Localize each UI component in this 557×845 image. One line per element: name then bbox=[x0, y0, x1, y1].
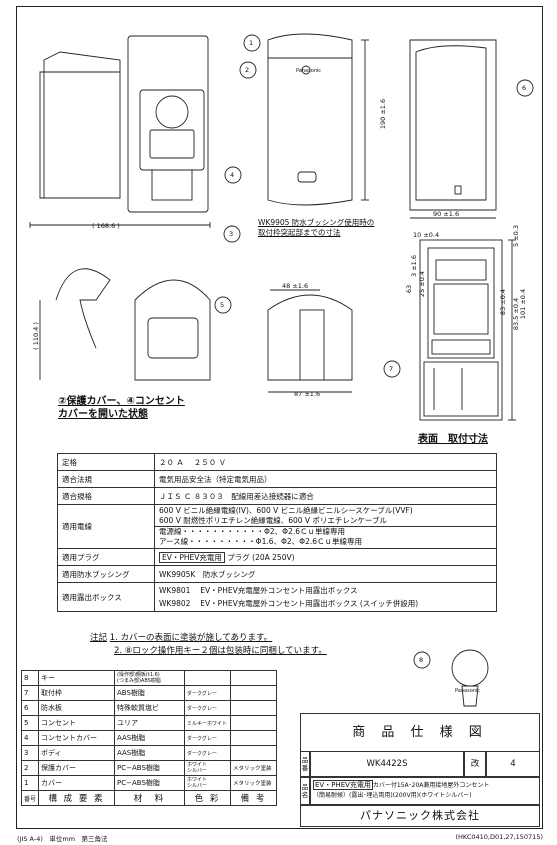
wk9905-note: WK9905 防水ブッシング使用時の 取付枠突起部までの寸法 bbox=[258, 218, 375, 237]
dim-87: 87 ±1.6 bbox=[294, 390, 321, 398]
mounting-view bbox=[419, 239, 516, 421]
spec-row: 適用露出ボックス WK9801 EV・PHEV充電屋外コンセント用露出ボックス … bbox=[57, 582, 497, 612]
dim-190: 190 ±1.6 bbox=[379, 98, 388, 130]
callout-2: 2 bbox=[245, 66, 250, 74]
spec-row: 適用電線 600 V ビニル絶縁電線(IV)、600 V ビニル絶縁ビニルシース… bbox=[57, 504, 497, 549]
dim-83: 83 ±0.4 bbox=[499, 288, 508, 316]
doc-title: 商 品 仕 様 図 bbox=[300, 713, 540, 751]
model-number: WK4422S bbox=[310, 751, 464, 777]
dim-10: 10 ±0.4 bbox=[413, 231, 440, 239]
dim-63: 63 bbox=[405, 284, 414, 294]
key-drawing bbox=[451, 649, 489, 707]
caption-open-state: ②保護カバー、④コンセント カバーを開いた状態 bbox=[58, 396, 185, 420]
front-view bbox=[267, 33, 369, 206]
dim-5: 5 ±0.3 bbox=[512, 225, 520, 247]
callout-8: 8 bbox=[419, 656, 424, 664]
callout-circles bbox=[214, 34, 534, 669]
callout-3: 3 bbox=[229, 230, 234, 238]
open-view bbox=[29, 35, 211, 228]
top-side-view bbox=[267, 289, 353, 393]
side-view bbox=[409, 39, 497, 219]
footer-right: (HKC0410,D01,27,150715) bbox=[455, 833, 543, 841]
dim-25: 25 ±0.4 bbox=[418, 270, 427, 298]
callout-4: 4 bbox=[230, 171, 235, 179]
dim-48: 48 ±1.6 bbox=[282, 282, 309, 290]
dim-90: 90 ±1.6 bbox=[433, 210, 460, 218]
footer-left: (JIS A-4) 単位mm 第三角法 bbox=[17, 835, 108, 843]
revision: 4 bbox=[486, 751, 540, 777]
table-header: 番号構 成 要 素材 料色 彩備 考 bbox=[20, 790, 278, 806]
callout-7: 7 bbox=[389, 365, 394, 373]
key-brand-logo: Panasonic bbox=[455, 688, 481, 694]
dim-168: ( 168.6 ) bbox=[92, 222, 120, 230]
drawing-sheet bbox=[16, 6, 543, 829]
callout-5: 5 bbox=[220, 301, 225, 309]
dim-3: 3 ±1.6 bbox=[410, 255, 418, 277]
open-side-view bbox=[39, 268, 211, 381]
notes: 注記 1. カバーの表面に塗装が施してあります。 2. ⑧ロック操作用キー２個は… bbox=[90, 633, 327, 656]
callout-1: 1 bbox=[249, 39, 254, 47]
caption-front-mount: 表面 取付寸法 bbox=[418, 434, 488, 445]
title-block: 商 品 仕 様 図 品番 WK4422S 改 4 品名 EV・PHEV充電用カバ… bbox=[300, 713, 540, 827]
company-name: パナソニック株式会社 bbox=[300, 805, 540, 827]
spec-row: 適合法規電気用品安全法（特定電気用品） bbox=[57, 470, 497, 488]
callout-6: 6 bbox=[522, 84, 527, 92]
dim-110: ( 110.4 ) bbox=[31, 322, 40, 350]
spec-row: 適用プラグ EV・PHEV充電用 プラグ (20A 250V) bbox=[57, 548, 497, 566]
brand-logo: Panasonic bbox=[296, 68, 322, 74]
product-name: EV・PHEV充電用カバー付15A･20A兼用接地屋外コンセント （簡易耐候）(… bbox=[310, 777, 540, 805]
dim-101: 101 ±0.4 bbox=[519, 288, 528, 320]
